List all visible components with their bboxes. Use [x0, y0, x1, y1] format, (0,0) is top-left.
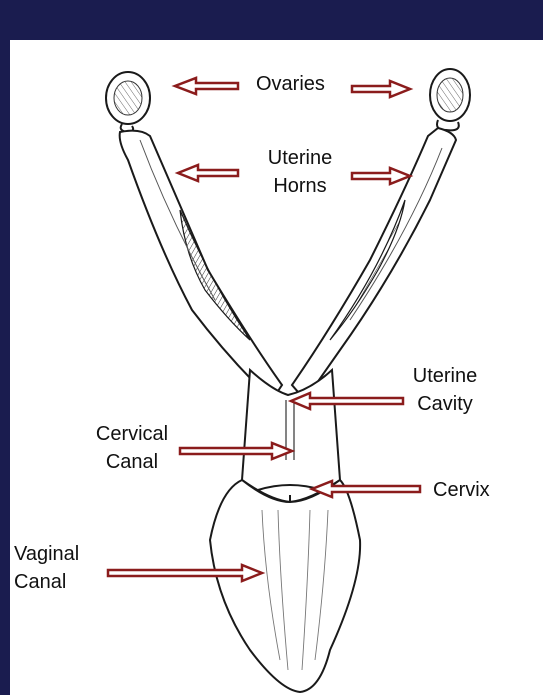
arrow-cervical-canal — [180, 443, 292, 459]
label-ovaries: Ovaries — [256, 72, 325, 96]
label-cervix: Cervix — [433, 478, 490, 502]
arrow-horns-left — [178, 165, 238, 181]
arrow-horns-right — [352, 168, 410, 184]
right-ovary — [430, 69, 470, 130]
left-ovary — [106, 72, 150, 132]
label-uterine-cavity-line2: Cavity — [405, 392, 485, 416]
label-vaginal-canal-line1: Vaginal — [14, 542, 79, 566]
label-cervical-canal-line2: Canal — [82, 450, 182, 474]
label-uterine-cavity-line1: Uterine — [405, 364, 485, 388]
label-cervical-canal-line1: Cervical — [82, 422, 182, 446]
diagram-panel: Ovaries Uterine Horns Uterine Cavity Cer… — [10, 40, 543, 695]
label-vaginal-canal-line2: Canal — [14, 570, 66, 594]
arrow-uterine-cavity — [291, 393, 403, 409]
arrow-cervix — [312, 481, 420, 497]
label-uterine-horns-line2: Horns — [260, 174, 340, 198]
arrow-ovaries-right — [352, 81, 410, 97]
vaginal-canal — [210, 480, 360, 692]
arrow-ovaries-left — [175, 78, 238, 94]
label-uterine-horns-line1: Uterine — [260, 146, 340, 170]
